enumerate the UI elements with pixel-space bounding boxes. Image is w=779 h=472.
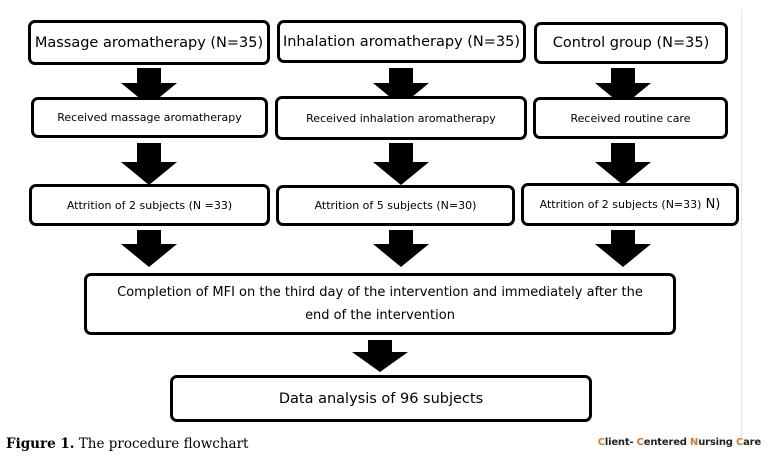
arrow-completion <box>352 340 408 372</box>
arrow-inhalation-2 <box>373 143 429 185</box>
control-attrition-label: Attrition of 2 subjects (N=33) N) <box>540 197 721 212</box>
massage-attrition-box: Attrition of 2 subjects (N =33) <box>29 184 270 226</box>
inhalation-received-label: Received inhalation aromatherapy <box>306 111 496 125</box>
completion-line-2: end of the intervention <box>305 308 455 323</box>
brand-word-4: are <box>743 437 761 448</box>
completion-box: Completion of MFI on the third day of th… <box>84 273 676 335</box>
inhalation-attrition-box: Attrition of 5 subjects (N=30) <box>276 185 515 226</box>
brand-letter-3: N <box>690 437 699 448</box>
control-attrition-tail: N) <box>701 197 721 212</box>
inhalation-group-label: Inhalation aromatherapy (N=35) <box>282 33 521 50</box>
arrow-control-3 <box>595 230 651 267</box>
control-received-box: Received routine care <box>533 97 728 139</box>
brand-letter-1: C <box>597 437 605 448</box>
arrow-control-2 <box>595 143 651 185</box>
inhalation-received-box: Received inhalation aromatherapy <box>275 96 527 140</box>
arrow-massage-2 <box>121 143 177 185</box>
brand-letter-4: C <box>735 437 744 448</box>
massage-group-box: Massage aromatherapy (N=35) <box>28 20 270 65</box>
journal-brand: Client- Centered Nursing Care <box>598 437 761 448</box>
figure-caption-label: Figure 1. <box>6 436 75 452</box>
control-group-label: Control group (N=35) <box>552 35 710 51</box>
page-edge-line <box>741 10 742 438</box>
analysis-label: Data analysis of 96 subjects <box>278 390 484 407</box>
figure-caption-text: The procedure flowchart <box>74 436 249 452</box>
control-group-box: Control group (N=35) <box>534 22 728 64</box>
control-attrition-text: Attrition of 2 subjects (N=33) <box>539 198 702 211</box>
brand-letter-2: C <box>636 437 644 448</box>
inhalation-group-box: Inhalation aromatherapy (N=35) <box>277 20 526 63</box>
inhalation-attrition-label: Attrition of 5 subjects (N=30) <box>314 199 477 212</box>
completion-line-1: Completion of MFI on the third day of th… <box>117 285 643 300</box>
massage-received-label: Received massage aromatherapy <box>57 111 242 124</box>
brand-word-1: lient- <box>604 437 637 448</box>
analysis-box: Data analysis of 96 subjects <box>170 375 592 422</box>
arrow-massage-3 <box>121 230 177 267</box>
control-attrition-box: Attrition of 2 subjects (N=33) N) <box>521 183 739 226</box>
control-received-label: Received routine care <box>570 111 691 125</box>
brand-word-2: entered <box>643 437 691 448</box>
brand-word-3: ursing <box>698 437 736 448</box>
arrow-inhalation-3 <box>373 230 429 267</box>
figure-caption: Figure 1. The procedure flowchart <box>6 436 248 452</box>
massage-attrition-label: Attrition of 2 subjects (N =33) <box>66 198 233 212</box>
massage-received-box: Received massage aromatherapy <box>31 97 268 138</box>
massage-group-label: Massage aromatherapy (N=35) <box>34 34 264 51</box>
